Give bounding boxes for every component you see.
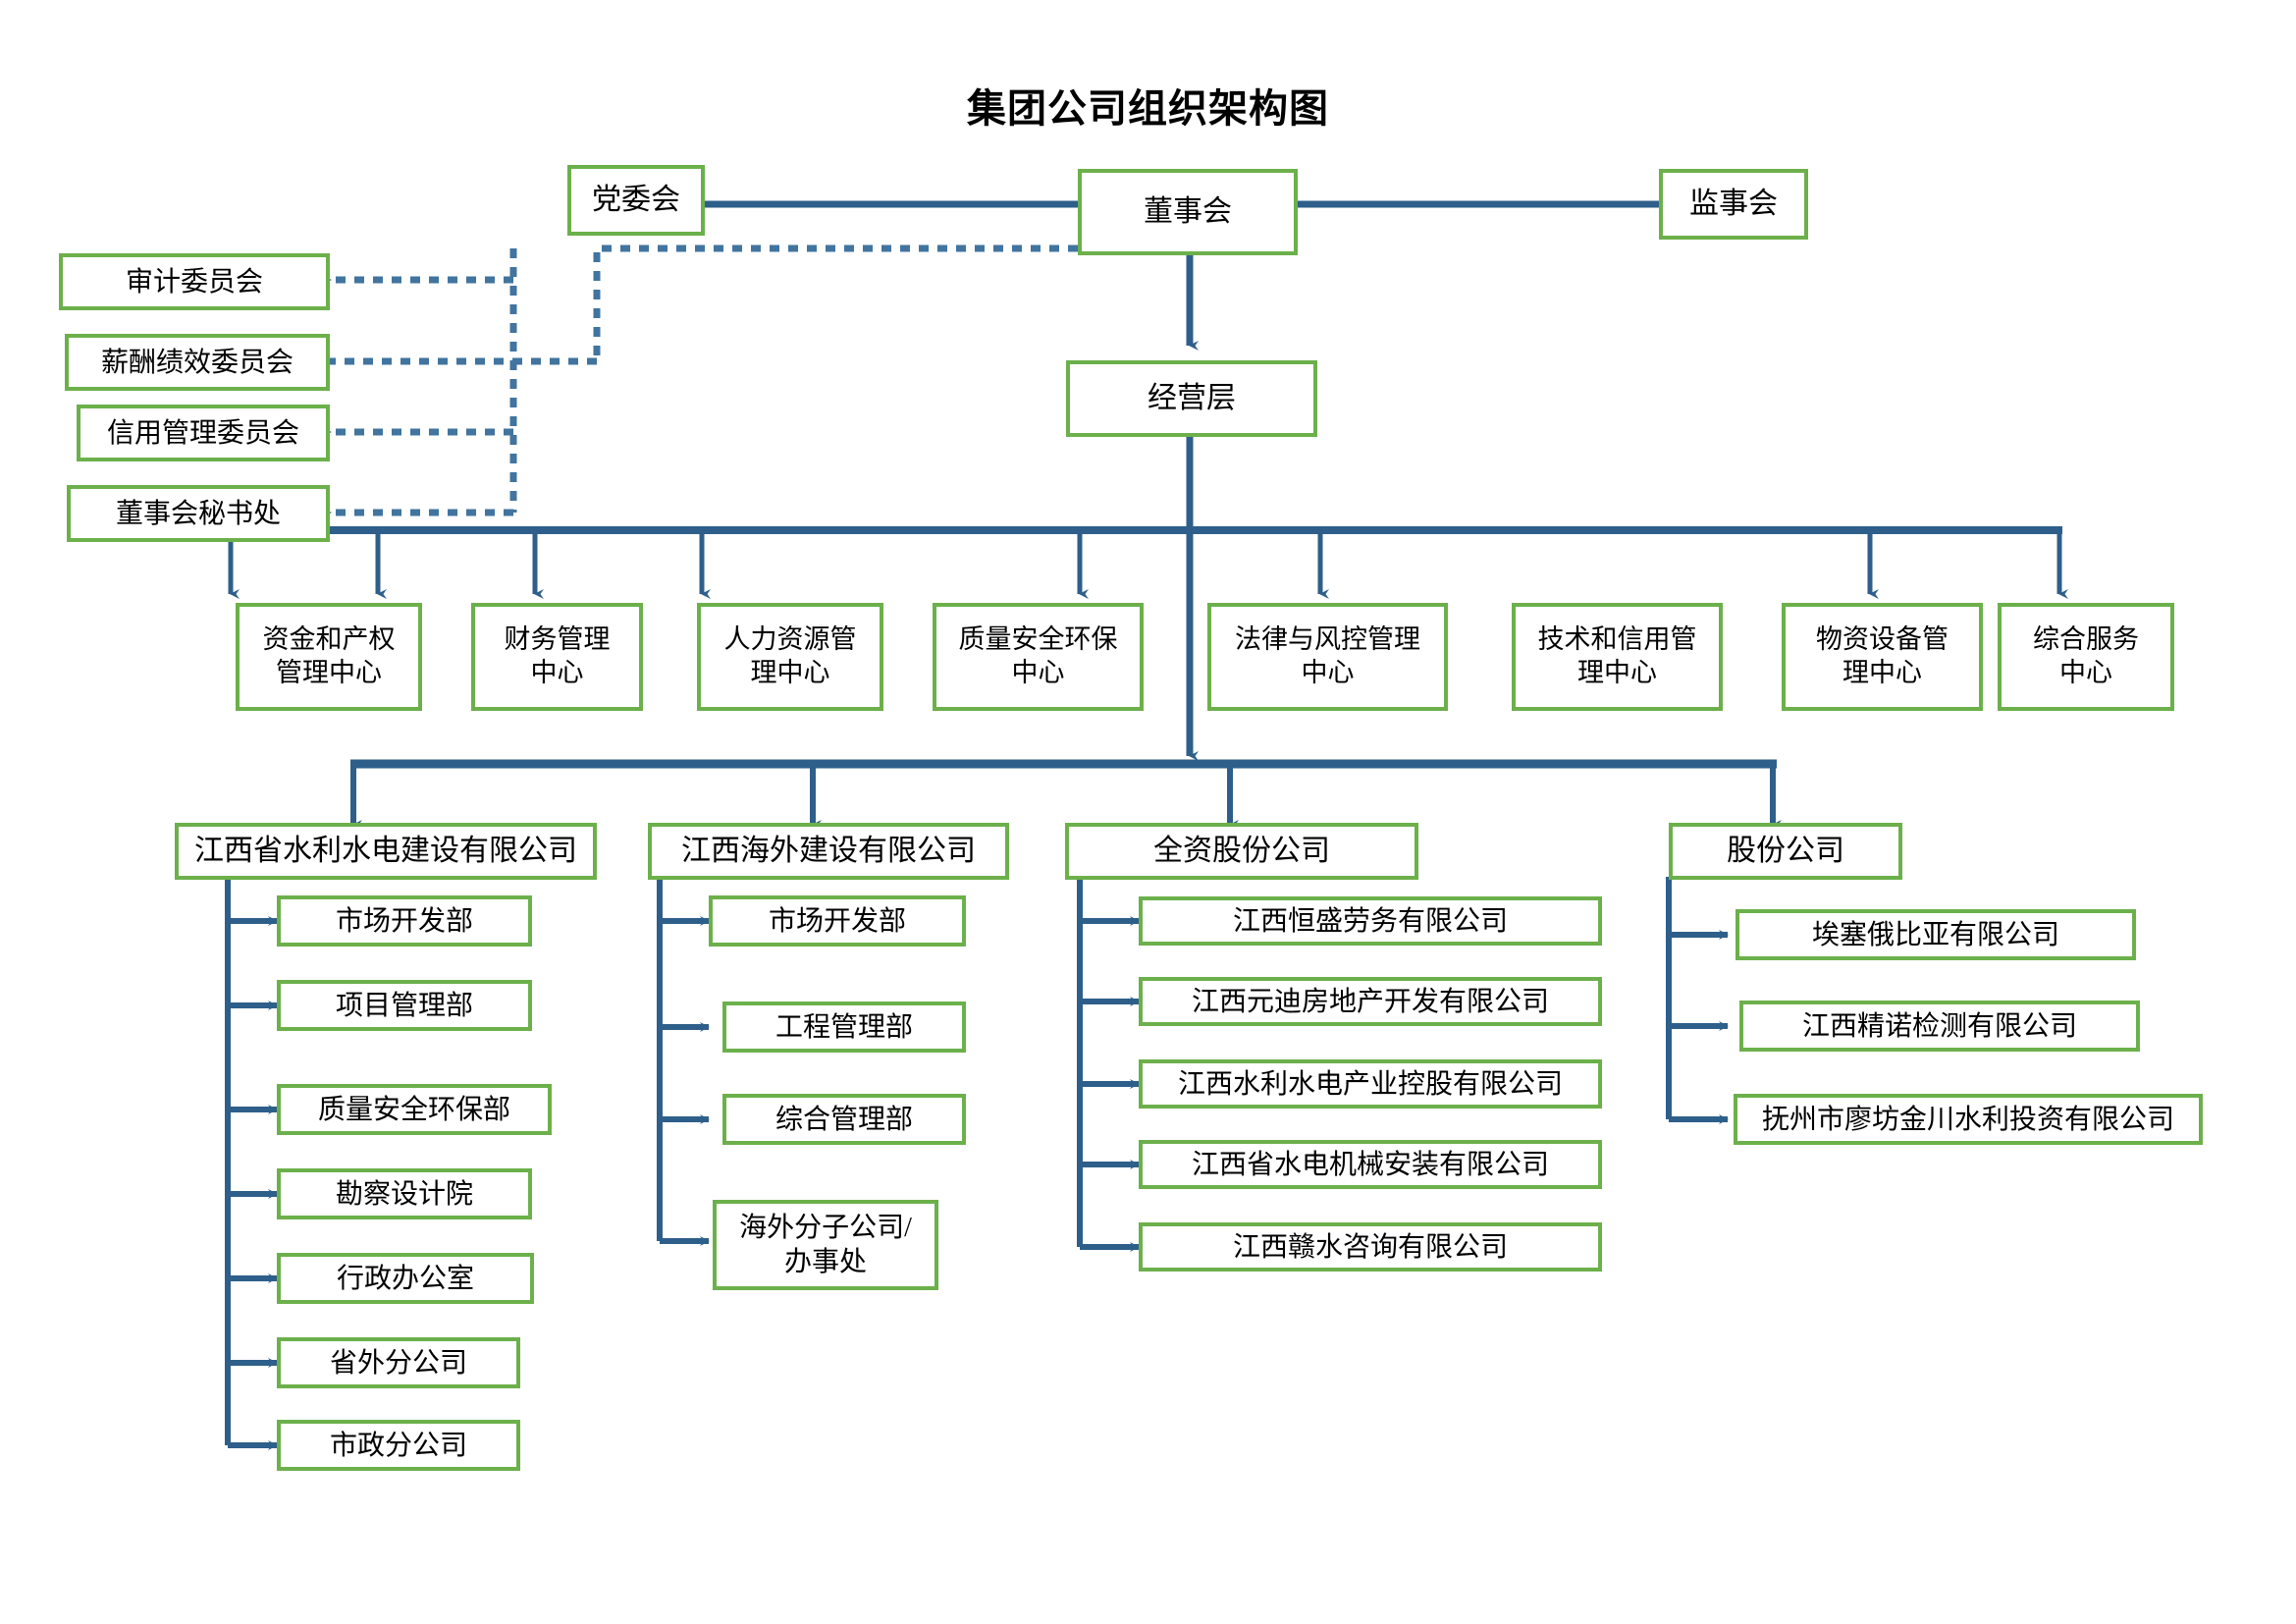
centers-drops xyxy=(228,530,2068,599)
node-g2-general-management-label: 综合管理部 xyxy=(774,1104,913,1135)
node-center-legal-risk-label: 法律与风控管理 中心 xyxy=(1235,624,1420,687)
node-g1-admin-office[interactable]: 行政办公室 xyxy=(277,1253,534,1304)
node-g4-ethiopia-label: 埃塞俄比亚有限公司 xyxy=(1811,919,2059,950)
node-g3-hengsheng-labor-label: 江西恒盛劳务有限公司 xyxy=(1232,905,1508,937)
node-g4-ethiopia[interactable]: 埃塞俄比亚有限公司 xyxy=(1735,909,2136,960)
node-g1-market-development[interactable]: 市场开发部 xyxy=(277,895,532,947)
node-g1-survey-design-institute-label: 勘察设计院 xyxy=(335,1178,473,1210)
page-title: 集团公司组织架构图 xyxy=(967,86,1329,131)
node-center-capital-equity[interactable]: 资金和产权 管理中心 xyxy=(236,603,422,711)
node-g4-fuzhou-liaofang-jinchuan-label: 抚州市廖坊金川水利投资有限公司 xyxy=(1761,1104,2174,1135)
node-committee-compensation-label: 薪酬绩效委员会 xyxy=(100,347,294,378)
node-g1-admin-office-label: 行政办公室 xyxy=(336,1263,474,1294)
node-g1-municipal-branch-label: 市政分公司 xyxy=(329,1430,467,1461)
node-g1-project-management-label: 项目管理部 xyxy=(335,990,473,1021)
node-g3-yuandi-realestate[interactable]: 江西元迪房地产开发有限公司 xyxy=(1139,977,1602,1026)
node-committee-credit-label: 信用管理委员会 xyxy=(106,417,299,449)
node-center-materials-equipment[interactable]: 物资设备管 理中心 xyxy=(1782,603,1983,711)
node-g2-general-management[interactable]: 综合管理部 xyxy=(722,1094,966,1145)
node-center-hr-label: 人力资源管 理中心 xyxy=(723,624,857,687)
node-g3-water-power-industry-holding[interactable]: 江西水利水电产业控股有限公司 xyxy=(1139,1059,1602,1109)
node-g2-engineering-management-label: 工程管理部 xyxy=(774,1011,913,1043)
node-center-legal-risk[interactable]: 法律与风控管理 中心 xyxy=(1207,603,1448,711)
node-center-finance-label: 财务管理 中心 xyxy=(504,624,611,687)
node-g3-ganshui-consulting[interactable]: 江西赣水咨询有限公司 xyxy=(1139,1222,1602,1272)
node-g1-out-of-province-branch[interactable]: 省外分公司 xyxy=(277,1337,520,1388)
node-g4-fuzhou-liaofang-jinchuan[interactable]: 抚州市廖坊金川水利投资有限公司 xyxy=(1734,1094,2203,1145)
node-g3-ganshui-consulting-label: 江西赣水咨询有限公司 xyxy=(1232,1231,1508,1263)
node-subsidiary-header-wholly-owned[interactable]: 全资股份公司 xyxy=(1065,823,1418,880)
node-g1-municipal-branch[interactable]: 市政分公司 xyxy=(277,1420,520,1471)
node-subsidiary-header-joint-stock[interactable]: 股份公司 xyxy=(1669,823,1902,880)
node-committee-credit[interactable]: 信用管理委员会 xyxy=(77,405,330,461)
node-center-capital-equity-label: 资金和产权 管理中心 xyxy=(262,624,396,687)
node-center-quality-safety-env[interactable]: 质量安全环保 中心 xyxy=(933,603,1144,711)
node-g4-jingnuo-testing-label: 江西精诺检测有限公司 xyxy=(1801,1010,2077,1042)
node-committee-secretariat[interactable]: 董事会秘书处 xyxy=(67,485,330,542)
node-g1-project-management[interactable]: 项目管理部 xyxy=(277,980,532,1031)
node-g3-hengsheng-labor[interactable]: 江西恒盛劳务有限公司 xyxy=(1139,896,1602,946)
node-party-committee-label: 党委会 xyxy=(592,184,680,217)
node-subsidiary-header-jiangxi-overseas-label: 江西海外建设有限公司 xyxy=(681,835,976,868)
node-g2-engineering-management[interactable]: 工程管理部 xyxy=(722,1001,966,1053)
node-center-finance[interactable]: 财务管理 中心 xyxy=(471,603,643,711)
node-center-materials-equipment-label: 物资设备管 理中心 xyxy=(1816,624,1949,687)
node-g2-overseas-branch-office-label: 海外分子公司/ 办事处 xyxy=(739,1213,912,1277)
node-g1-market-development-label: 市场开发部 xyxy=(335,905,473,937)
node-board-of-supervisors-label: 监事会 xyxy=(1689,188,1778,221)
node-g3-hydro-machinery-installation[interactable]: 江西省水电机械安装有限公司 xyxy=(1139,1140,1602,1189)
node-center-general-services-label: 综合服务 中心 xyxy=(2033,624,2139,687)
group-4-tree xyxy=(1666,877,1729,1124)
node-committee-secretariat-label: 董事会秘书处 xyxy=(115,498,281,529)
node-g1-out-of-province-branch-label: 省外分公司 xyxy=(329,1347,467,1379)
node-management-layer-label: 经营层 xyxy=(1148,382,1236,415)
node-management-layer[interactable]: 经营层 xyxy=(1066,360,1317,437)
node-center-tech-credit-label: 技术和信用管 理中心 xyxy=(1537,624,1697,687)
node-center-quality-safety-env-label: 质量安全环保 中心 xyxy=(958,624,1118,687)
node-g2-market-development-label: 市场开发部 xyxy=(768,905,906,937)
subsidiary-drops xyxy=(350,764,1782,830)
node-center-hr[interactable]: 人力资源管 理中心 xyxy=(697,603,883,711)
node-g1-quality-safety-env[interactable]: 质量安全环保部 xyxy=(277,1084,552,1135)
node-g1-quality-safety-env-label: 质量安全环保部 xyxy=(317,1094,510,1125)
node-subsidiary-header-joint-stock-label: 股份公司 xyxy=(1727,835,1844,868)
node-g3-yuandi-realestate-label: 江西元迪房地产开发有限公司 xyxy=(1191,986,1549,1017)
node-party-committee[interactable]: 党委会 xyxy=(567,165,705,236)
node-board-of-directors-label: 董事会 xyxy=(1144,195,1232,229)
node-board-of-supervisors[interactable]: 监事会 xyxy=(1659,169,1808,240)
dotted-committee-wires xyxy=(509,244,1078,513)
node-committee-audit-label: 审计委员会 xyxy=(125,266,263,298)
group-1-tree xyxy=(225,877,278,1450)
node-subsidiary-header-jiangxi-water-power-label: 江西省水利水电建设有限公司 xyxy=(194,835,577,868)
node-center-general-services[interactable]: 综合服务 中心 xyxy=(1998,603,2174,711)
node-center-tech-credit[interactable]: 技术和信用管 理中心 xyxy=(1512,603,1723,711)
node-g3-water-power-industry-holding-label: 江西水利水电产业控股有限公司 xyxy=(1177,1068,1563,1100)
node-g4-jingnuo-testing[interactable]: 江西精诺检测有限公司 xyxy=(1739,1001,2140,1052)
node-subsidiary-header-wholly-owned-label: 全资股份公司 xyxy=(1153,835,1330,868)
node-board-of-directors[interactable]: 董事会 xyxy=(1078,169,1298,255)
node-g1-survey-design-institute[interactable]: 勘察设计院 xyxy=(277,1168,532,1219)
node-subsidiary-header-jiangxi-water-power[interactable]: 江西省水利水电建设有限公司 xyxy=(175,823,597,880)
group-3-tree xyxy=(1077,877,1140,1252)
group-2-tree xyxy=(657,877,710,1246)
node-committee-audit[interactable]: 审计委员会 xyxy=(59,253,330,310)
node-subsidiary-header-jiangxi-overseas[interactable]: 江西海外建设有限公司 xyxy=(648,823,1009,880)
node-committee-compensation[interactable]: 薪酬绩效委员会 xyxy=(65,334,330,391)
node-g2-market-development[interactable]: 市场开发部 xyxy=(709,895,966,947)
node-g2-overseas-branch-office[interactable]: 海外分子公司/ 办事处 xyxy=(713,1200,938,1290)
node-g3-hydro-machinery-installation-label: 江西省水电机械安装有限公司 xyxy=(1191,1149,1549,1180)
